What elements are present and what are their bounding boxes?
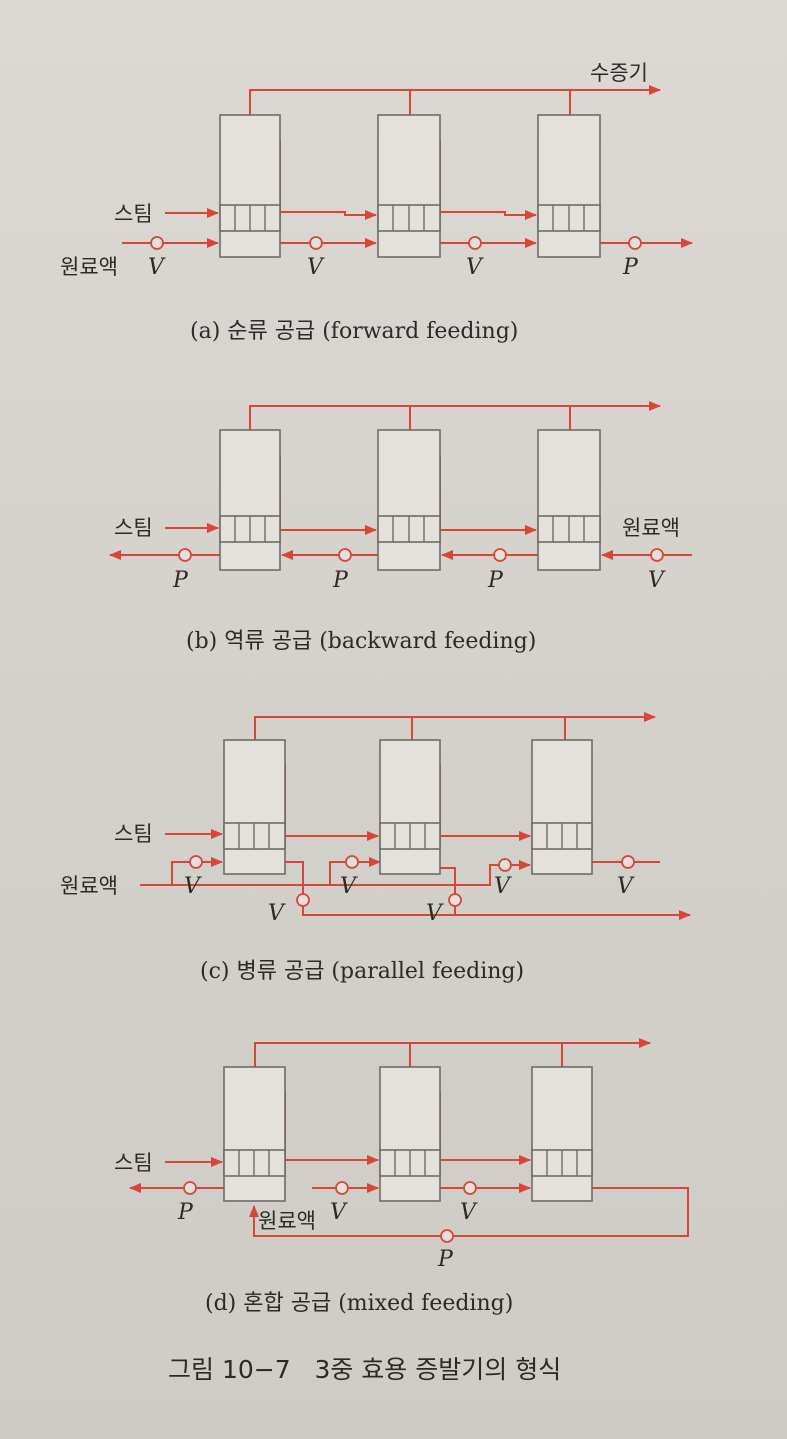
steam-label: 스팀 bbox=[114, 202, 153, 226]
valve-icon bbox=[345, 855, 359, 869]
valve-label: V bbox=[426, 901, 444, 926]
pump-label: P bbox=[437, 1247, 454, 1272]
vapor-line-2 bbox=[409, 405, 571, 430]
vapor-to-effect2 bbox=[284, 765, 379, 841]
vapor-outlet-arrow bbox=[569, 85, 661, 115]
vapor-line-1 bbox=[249, 89, 411, 115]
steam-label: 스팀 bbox=[114, 1151, 153, 1175]
steam-label: 스팀 bbox=[114, 516, 153, 540]
heating-tubes bbox=[219, 515, 601, 543]
effect-2 bbox=[377, 114, 441, 258]
effect-2 bbox=[377, 429, 441, 571]
vapor-to-effect2 bbox=[279, 455, 377, 535]
valve-icon bbox=[309, 236, 323, 250]
vapor-line-1 bbox=[249, 405, 411, 430]
caption-d: (d) 혼합 공급 (mixed feeding) bbox=[205, 1291, 513, 1316]
pump-label: P bbox=[487, 568, 504, 593]
panel-d-mixed-feeding: 스팀 원료액 P V V P (d) 혼합 공급 (mixed feeding) bbox=[114, 1038, 689, 1316]
vapor-to-effect3 bbox=[439, 140, 537, 220]
effect-1 bbox=[219, 429, 281, 571]
valve-label: V bbox=[148, 255, 166, 280]
feed-label: 원료액 bbox=[622, 516, 680, 540]
valve-label: V bbox=[466, 255, 484, 280]
feed-branch-1 bbox=[171, 857, 223, 885]
pump-icon bbox=[628, 236, 642, 250]
feed-label: 원료액 bbox=[60, 255, 118, 279]
pump-icon bbox=[338, 548, 352, 562]
figure-caption: 그림 10−7 3중 효용 증발기의 형식 bbox=[168, 1355, 561, 1384]
effect-3 bbox=[531, 739, 593, 875]
pump-label: P bbox=[622, 255, 639, 280]
valve-icon bbox=[468, 236, 482, 250]
valve-label: V bbox=[268, 901, 286, 926]
feed-label: 원료액 bbox=[60, 874, 118, 898]
valve-icon bbox=[621, 855, 635, 869]
heating-tubes bbox=[223, 1149, 593, 1177]
vapor-line-1 bbox=[254, 716, 413, 740]
vapor-outlet-arrow bbox=[561, 1038, 651, 1067]
vapor-line-2 bbox=[411, 716, 566, 740]
vapor-outlet-arrow bbox=[569, 401, 661, 430]
effect-2 bbox=[379, 739, 441, 875]
heating-tubes bbox=[219, 204, 601, 232]
vapor-line-2 bbox=[409, 89, 571, 115]
heating-tubes bbox=[223, 822, 593, 850]
feed-label: 원료액 bbox=[258, 1209, 316, 1233]
effect-1 bbox=[223, 739, 286, 875]
caption-c: (c) 병류 공급 (parallel feeding) bbox=[200, 959, 524, 984]
valve-label: V bbox=[617, 874, 635, 899]
valve-label: V bbox=[494, 874, 512, 899]
valve-label: V bbox=[184, 874, 202, 899]
effect-1 bbox=[219, 114, 281, 258]
valve-icon bbox=[463, 1181, 477, 1195]
steam-label: 스팀 bbox=[114, 822, 153, 846]
pump-icon bbox=[183, 1181, 197, 1195]
pump-label: P bbox=[332, 568, 349, 593]
vapor-to-effect2 bbox=[284, 1092, 379, 1165]
vapor-to-effect3 bbox=[439, 765, 531, 841]
recycle-line bbox=[249, 1187, 689, 1237]
effect-2 bbox=[379, 1066, 441, 1202]
valve-label: V bbox=[330, 1200, 348, 1225]
effect-1 bbox=[223, 1066, 286, 1202]
valve-icon bbox=[498, 858, 512, 872]
pump-icon bbox=[493, 548, 507, 562]
vapor-to-effect3 bbox=[439, 455, 537, 535]
effect-3 bbox=[537, 429, 601, 571]
vapor-line-2 bbox=[409, 1042, 563, 1067]
valve-label: V bbox=[307, 255, 325, 280]
panel-b-backward-feeding: 스팀 원료액 P P P V (b) 역류 공급 (backward feedi… bbox=[109, 401, 692, 654]
valve-icon bbox=[335, 1181, 349, 1195]
valve-label: V bbox=[648, 568, 666, 593]
valve-label: V bbox=[340, 874, 358, 899]
vapor-label: 수증기 bbox=[590, 61, 648, 85]
caption-a: (a) 순류 공급 (forward feeding) bbox=[190, 319, 518, 344]
pump-label: P bbox=[177, 1200, 194, 1225]
product-drain-1-2 bbox=[285, 861, 456, 916]
vapor-to-effect3 bbox=[439, 1092, 531, 1165]
valve-icon bbox=[448, 893, 462, 907]
valve-icon bbox=[650, 548, 664, 562]
panel-c-parallel-feeding: 스팀 원료액 V V V V V V (c) 병류 공급 (parallel f… bbox=[60, 712, 691, 984]
pump-label: P bbox=[172, 568, 189, 593]
feed-branch-2 bbox=[329, 857, 381, 885]
valve-icon bbox=[189, 855, 203, 869]
valve-icon bbox=[150, 236, 164, 250]
effect-3 bbox=[531, 1066, 593, 1202]
vapor-to-effect2 bbox=[279, 140, 377, 220]
vapor-line-1 bbox=[254, 1042, 411, 1067]
caption-b: (b) 역류 공급 (backward feeding) bbox=[186, 629, 536, 654]
vapor-outlet-arrow bbox=[564, 712, 656, 740]
valve-label: V bbox=[460, 1200, 478, 1225]
effect-3 bbox=[537, 114, 601, 258]
pump-icon bbox=[178, 548, 192, 562]
panel-a-forward-feeding: 스팀 원료액 수증기 V V V P (a) 순류 공급 (forward fe… bbox=[60, 61, 693, 344]
pump-icon bbox=[440, 1229, 454, 1243]
valve-icon bbox=[296, 893, 310, 907]
